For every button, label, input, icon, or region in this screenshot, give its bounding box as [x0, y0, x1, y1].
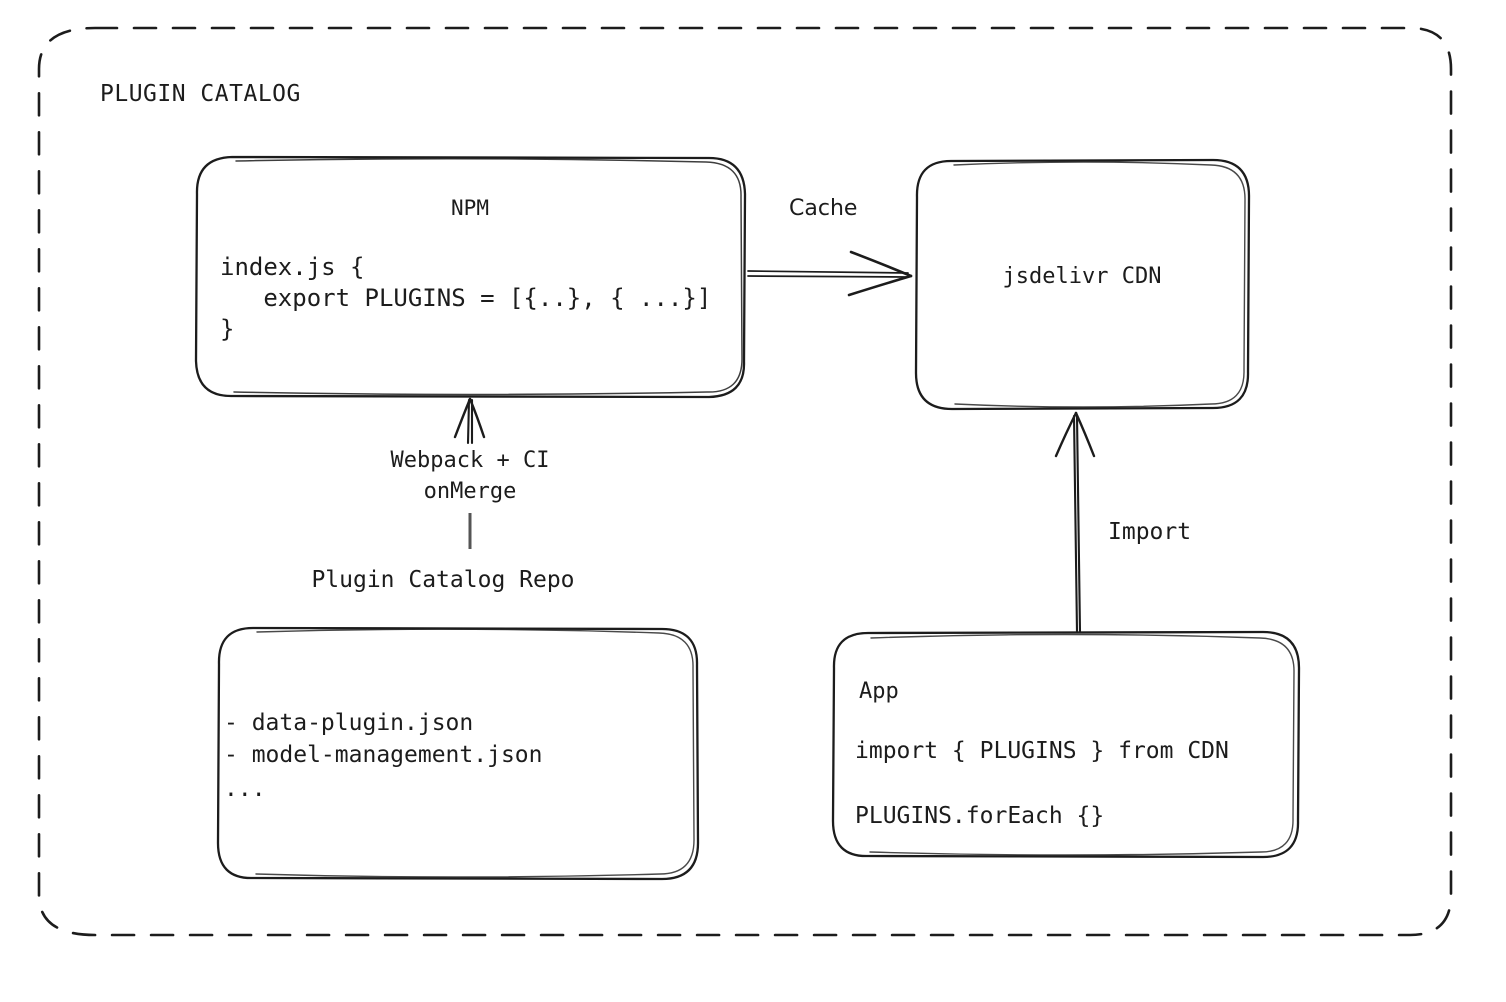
build-edge-label-line-2: onMerge [423, 479, 517, 504]
repo-node-title: Plugin Catalog Repo [311, 567, 575, 593]
page-title: PLUGIN CATALOG [100, 81, 301, 107]
npm-node-title: NPM [451, 196, 489, 220]
npm-code-line-3: } [220, 315, 235, 343]
app-code-line-1: import { PLUGINS } from CDN [855, 738, 1229, 764]
npm-code-line-2: export PLUGINS = [{..}, { ...}] [220, 284, 712, 312]
import-edge-label: Import [1108, 519, 1192, 545]
plugin-catalog-boundary [37, 26, 1453, 937]
repo-list-item: ... [224, 776, 266, 802]
cache-edge-label: Cache [789, 196, 858, 221]
repo-list-item: - data-plugin.json [224, 710, 474, 736]
build-arrow [453, 397, 486, 549]
app-code-line-2: PLUGINS.forEach {} [855, 803, 1105, 829]
cdn-node-shape [914, 158, 1251, 411]
repo-node-shape [216, 626, 700, 881]
repo-list-item: - model-management.json [224, 742, 543, 768]
app-node-title: App [859, 679, 899, 704]
npm-node-shape [194, 155, 747, 399]
npm-code-line-1: index.js { [220, 253, 365, 281]
cache-arrow [747, 250, 913, 297]
cdn-node-title: jsdelivr CDN [1002, 264, 1162, 289]
build-edge-label-line-1: Webpack + CI [390, 448, 550, 473]
import-arrow [1054, 411, 1096, 634]
app-node-shape [831, 630, 1301, 859]
